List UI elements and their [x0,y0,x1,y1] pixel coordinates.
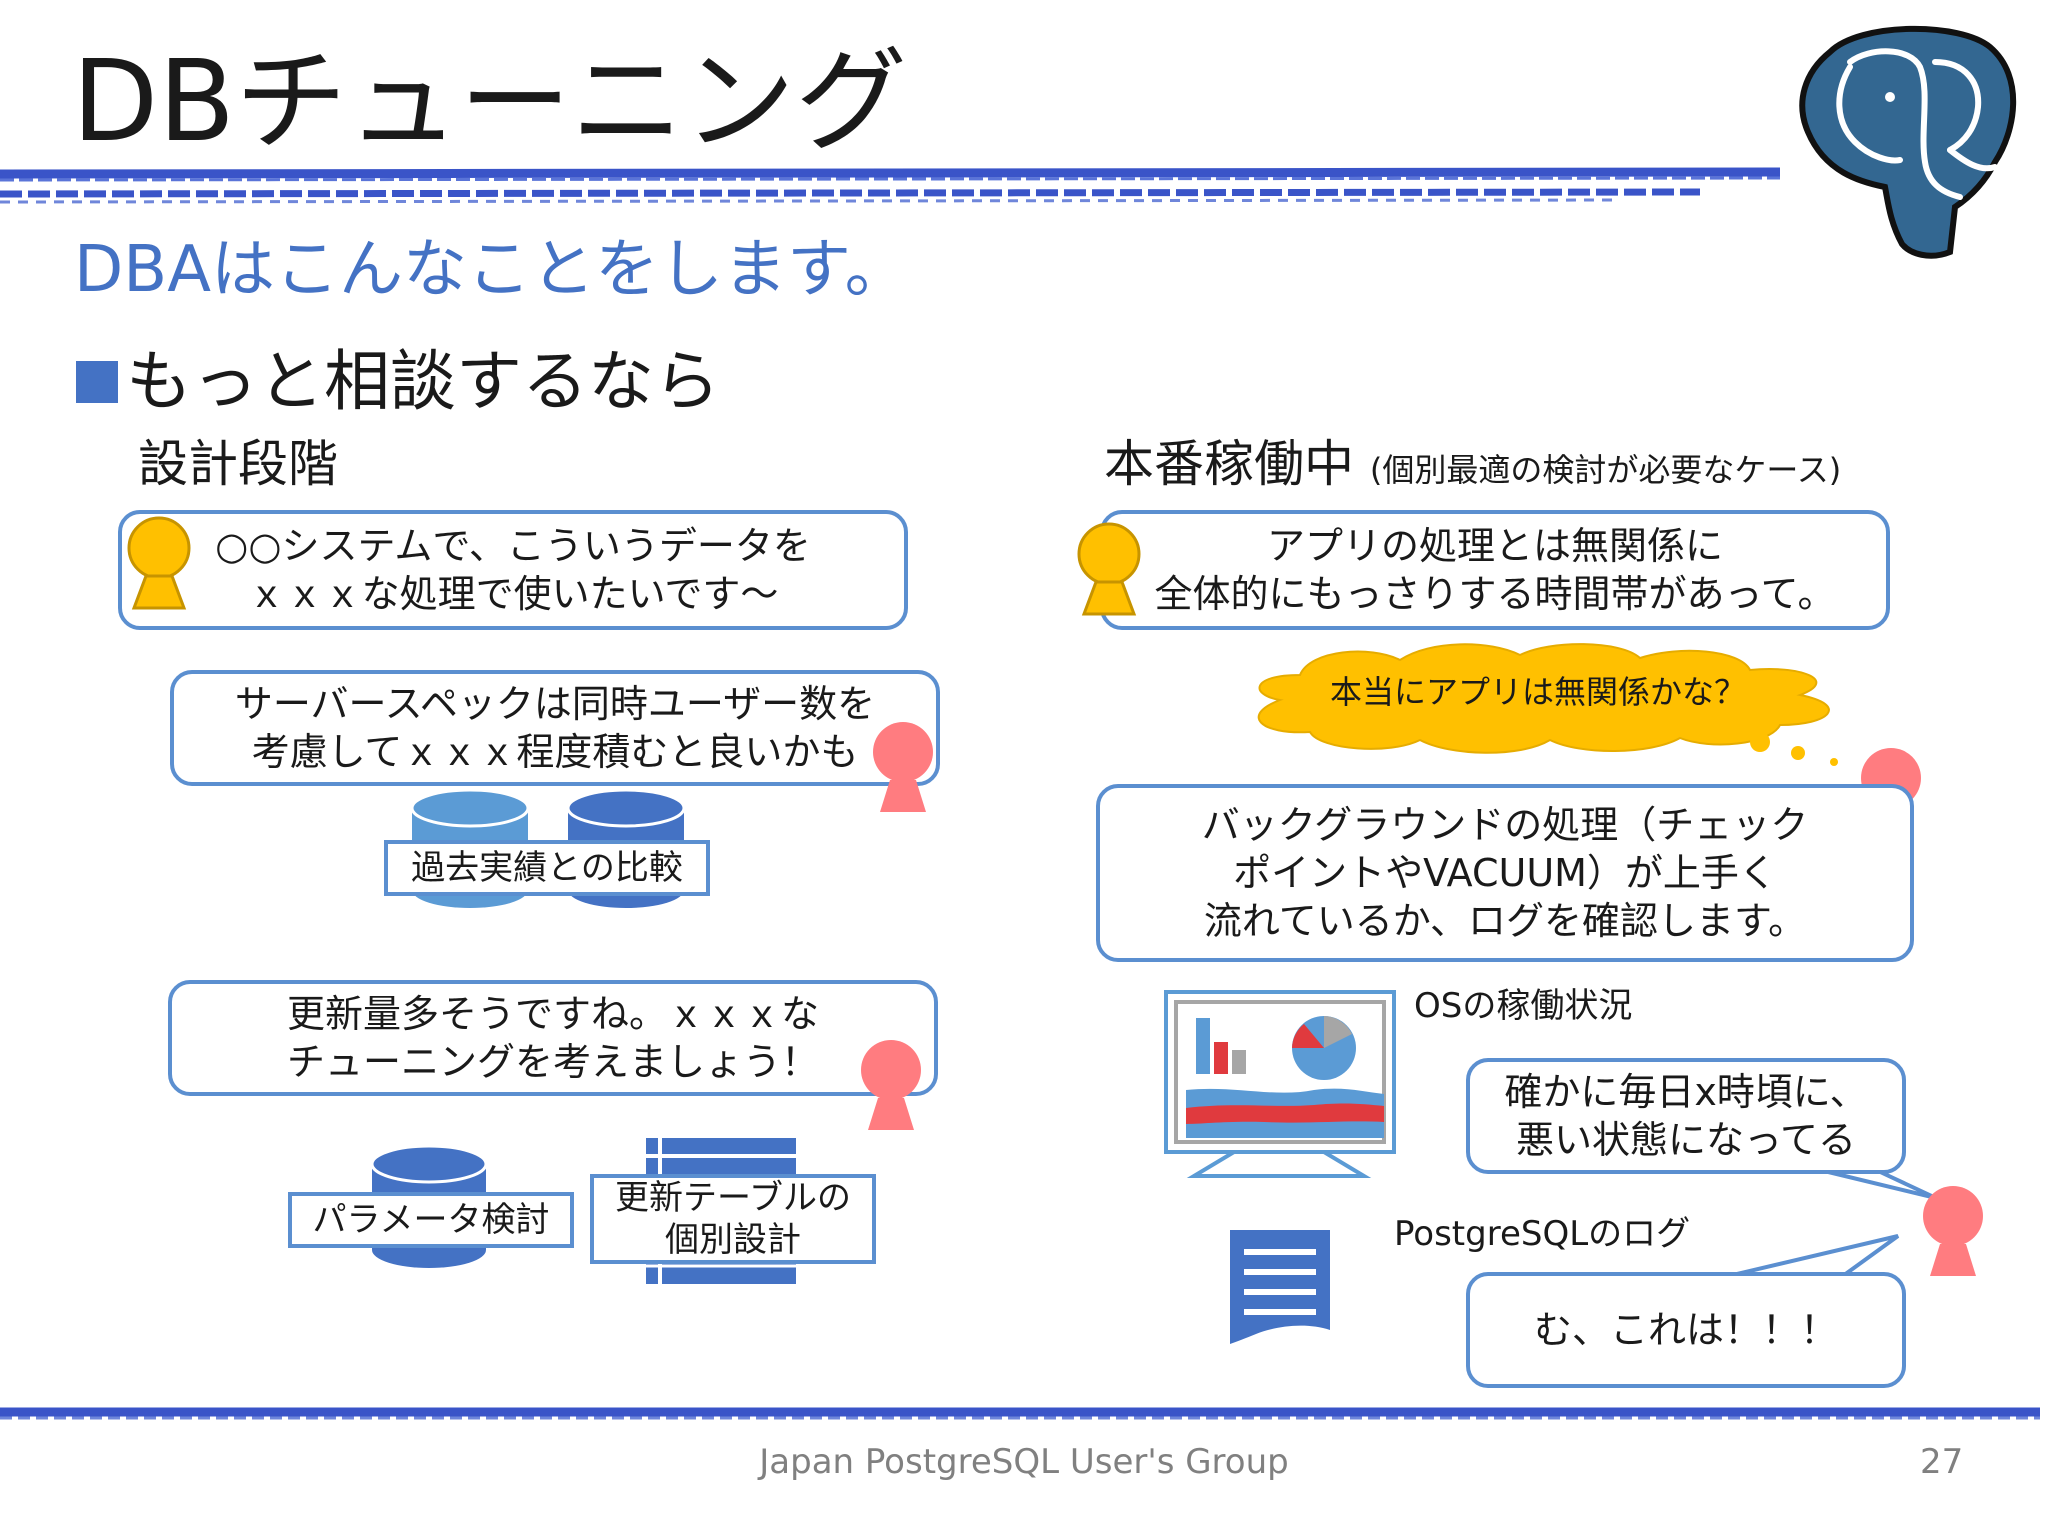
slide-subtitle: DBAはこんなことをします。 [74,233,909,307]
dba-speech-bubble-3: バックグラウンドの処理（チェック ポイントやVACUUM）が上手く 流れているか… [1096,784,1914,962]
footer-divider [0,1407,2040,1420]
bubble-line: 確かに毎日x時頃に、 [1504,1070,1868,1114]
bubble-line: ○○システムで、こういうデータを [215,524,811,568]
thought-cloud [1257,643,1838,766]
bullet-square-icon [76,361,118,403]
customer-person-icon [1077,522,1141,616]
footer-text: Japan PostgreSQL User's Group [759,1442,1289,1482]
bubble-line: 悪い状態になってる [1515,1118,1857,1162]
bubble-line: サーバースペックは同時ユーザー数を [234,682,876,726]
bubble-line: アプリの処理とは無関係に [1266,524,1723,568]
dba-speech-bubble-2: 更新量多そうですね。ｘｘｘな チューニングを考えましょう！ [168,980,938,1096]
monitor-chart-icon [1164,990,1396,1178]
table-design-label: 更新テーブルの 個別設計 [590,1174,876,1264]
bubble-line: ポイントやVACUUM）が上手く [1233,851,1777,895]
bullet-text: もっと相談するなら [126,343,720,420]
dba-speech-bubble-4: 確かに毎日x時頃に、 悪い状態になってる [1466,1058,1906,1174]
section-heading-production-note: (個別最適の検討が必要なケース) [1369,451,1842,489]
os-status-label: OSの稼働状況 [1414,986,1633,1026]
bubble-line: 流れているか、ログを確認します。 [1203,899,1807,943]
section-heading-design: 設計段階 [138,435,338,493]
table-label-line: 更新テーブルの [615,1178,851,1218]
bubble-line: 考慮してｘｘｘ程度積むと良いかも [251,730,859,774]
dba-speech-bubble-1: サーバースペックは同時ユーザー数を 考慮してｘｘｘ程度積むと良いかも [170,670,940,786]
parameter-label: パラメータ検討 [288,1192,574,1248]
bubble-line: ｘｘｘな処理で使いたいです～ [247,572,779,616]
section-heading-production-label: 本番稼働中 [1104,435,1354,493]
bubble-line: バックグラウンドの処理（チェック [1201,803,1809,847]
customer-speech-bubble-1: ○○システムで、こういうデータを ｘｘｘな処理で使いたいです～ [118,510,908,630]
dba-person-icon [873,722,933,812]
customer-person-icon [127,516,191,610]
speech-tail [1719,1234,1900,1280]
section-heading-production: 本番稼働中 (個別最適の検討が必要なケース) [1104,432,1841,502]
dba-person-icon [1923,1186,1983,1276]
log-document-icon [1230,1230,1330,1344]
bullet-point: もっと相談するなら [76,338,720,426]
customer-speech-bubble-2: アプリの処理とは無関係に 全体的にもっさりする時間帯があって。 [1100,510,1890,630]
table-label-line: 個別設計 [665,1220,801,1260]
dba-speech-bubble-5: む、これは！！！ [1466,1272,1906,1388]
bubble-line: チューニングを考えましょう！ [286,1040,819,1084]
bubble-line: 全体的にもっさりする時間帯があって。 [1154,572,1836,616]
postgresql-log-label: PostgreSQLのログ [1394,1214,1691,1254]
postgresql-elephant-logo [1799,25,2017,259]
page-number: 27 [1920,1442,1964,1482]
bubble-line: 更新量多そうですね。ｘｘｘな [286,992,819,1036]
thought-text: 本当にアプリは無関係かな？ [1330,673,1747,711]
title-underline [0,167,1781,204]
slide-title: DBチューニング [72,37,908,167]
comparison-label: 過去実績との比較 [384,840,710,896]
dba-person-icon [861,1040,921,1130]
